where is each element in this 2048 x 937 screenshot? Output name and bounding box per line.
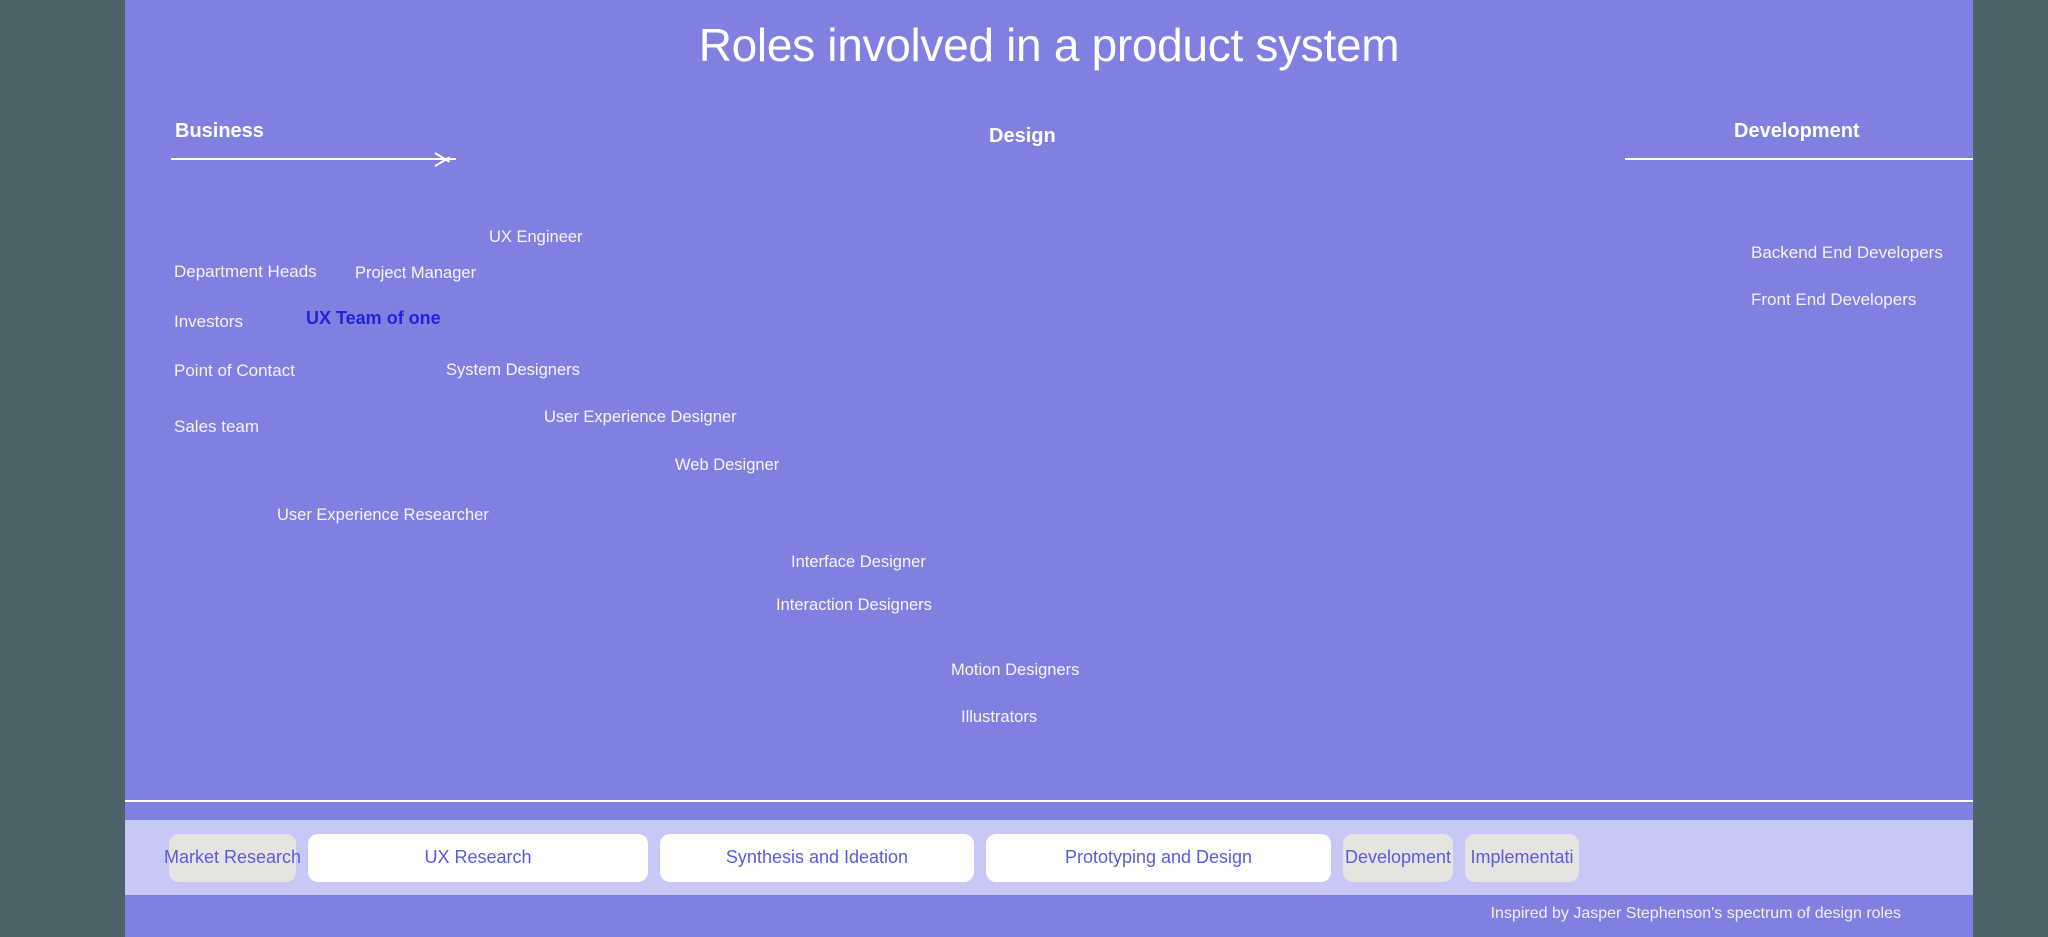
arrow-line [171, 158, 456, 160]
business-role-point-of-contact: Point of Contact [174, 361, 295, 380]
spectrum-row-label: UX Team of one [306, 308, 441, 328]
business-axis-arrow [171, 148, 456, 170]
phase-pill[interactable]: Implementati [1465, 833, 1579, 882]
spectrum-row-label: Web Designer [675, 456, 780, 474]
spectrum-gradient-bar [445, 382, 933, 393]
spectrum-gradient-bar [275, 527, 659, 538]
spectrum-row: Motion Designers [125, 648, 1973, 693]
phase-pill[interactable]: Market Research [164, 833, 301, 882]
spectrum-gradient-bar [776, 617, 1045, 628]
spectrum-row-label: User Experience Researcher [277, 506, 489, 524]
spectrum-gradient-bar [950, 682, 1219, 693]
spectrum-row-label: Illustrators [961, 708, 1038, 726]
phase-pill[interactable]: UX Research [308, 833, 648, 882]
spectrum-row-label: System Designers [446, 361, 580, 379]
spectrum-gradient-bar [961, 729, 1230, 740]
section-header-business: Business [175, 120, 264, 142]
section-header-development: Development [1734, 120, 1860, 142]
spectrum-gradient-bar [307, 331, 1215, 342]
business-role-sales-team: Sales team [174, 417, 260, 436]
phase-pill[interactable]: Prototyping and Design [986, 833, 1331, 882]
section-header-design: Design [989, 125, 1056, 147]
spectrum-row-label: User Experience Designer [544, 408, 737, 426]
spectrum-row-label: UX Engineer [489, 228, 583, 246]
development-axis-arrow [1625, 148, 1973, 170]
spectrum-row: User Experience Researcher [125, 493, 1973, 538]
spectrum-row-label: Interface Designer [791, 553, 926, 571]
arrow-line [1625, 158, 1973, 160]
spectrum-row: UX Team of one [125, 297, 1973, 342]
development-role-frontend-developers: Front End Developers [1751, 290, 1917, 309]
spectrum-gradient-bar [675, 477, 1160, 488]
spectrum-gradient-bar [543, 429, 1030, 440]
page-title: Roles involved in a product system [698, 19, 1400, 71]
footer-attribution: Inspired by Jasper Stephenson's spectrum… [1490, 905, 1901, 922]
spectrum-row: Interface Designer [125, 540, 1973, 585]
spectrum-row: Web Designer [125, 443, 1973, 488]
section-divider [125, 800, 1973, 802]
spectrum-row-label: Project Manager [355, 264, 477, 282]
arrow-head-icon [435, 148, 457, 170]
spectrum-row: User Experience Designer [125, 395, 1973, 440]
spectrum-row: UX Engineer [125, 215, 1973, 260]
diagram-canvas: Roles involved in a product system Busin… [125, 0, 1973, 937]
footer-bar: Inspired by Jasper Stephenson's spectrum… [125, 895, 1973, 937]
spectrum-row: System Designers [125, 348, 1973, 393]
spectrum-gradient-bar [350, 285, 1308, 296]
spectrum-row-label: Interaction Designers [776, 596, 932, 614]
phase-pill[interactable]: Development [1343, 833, 1453, 882]
business-role-department-heads: Department Heads [174, 262, 317, 281]
business-role-investors: Investors [174, 312, 243, 331]
spectrum-row: Illustrators [125, 695, 1973, 740]
spectrum-row: Interaction Designers [125, 583, 1973, 628]
spectrum-row-label: Motion Designers [951, 661, 1080, 679]
phase-pill[interactable]: Synthesis and Ideation [660, 833, 974, 882]
spectrum-row: Project Manager [125, 251, 1973, 296]
development-role-backend-developers: Backend End Developers [1751, 243, 1943, 262]
